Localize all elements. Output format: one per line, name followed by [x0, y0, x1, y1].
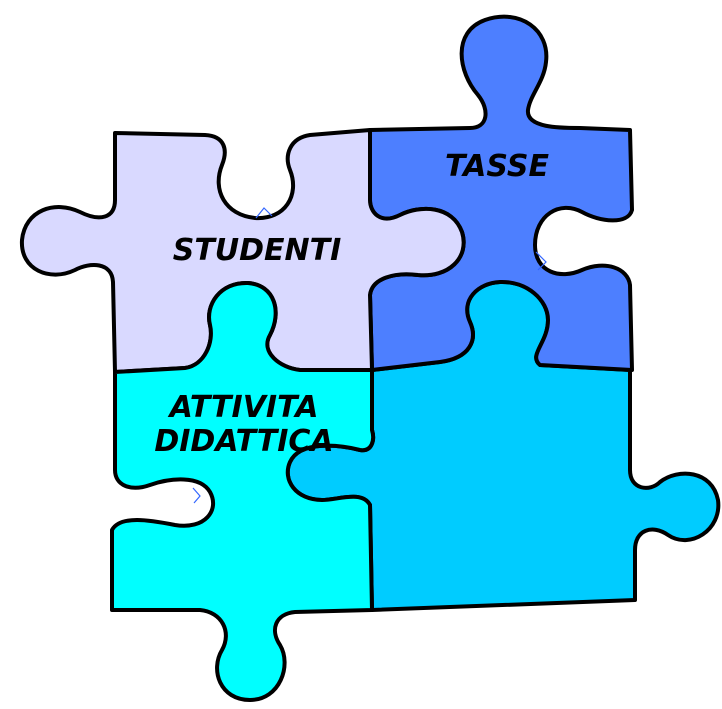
- connector-mark: [192, 487, 201, 504]
- puzzle-piece-studenti: [19, 128, 466, 374]
- connector-mark: [535, 251, 547, 271]
- label-tasse: TASSE: [445, 149, 549, 184]
- label-attivita: ATTIVITA: [168, 390, 319, 425]
- label-studenti: STUDENTI: [173, 233, 342, 268]
- label-didattica: DIDATTICA: [154, 424, 333, 459]
- connector-mark: [255, 207, 273, 219]
- puzzle-piece-attivita-didattica: [110, 280, 376, 702]
